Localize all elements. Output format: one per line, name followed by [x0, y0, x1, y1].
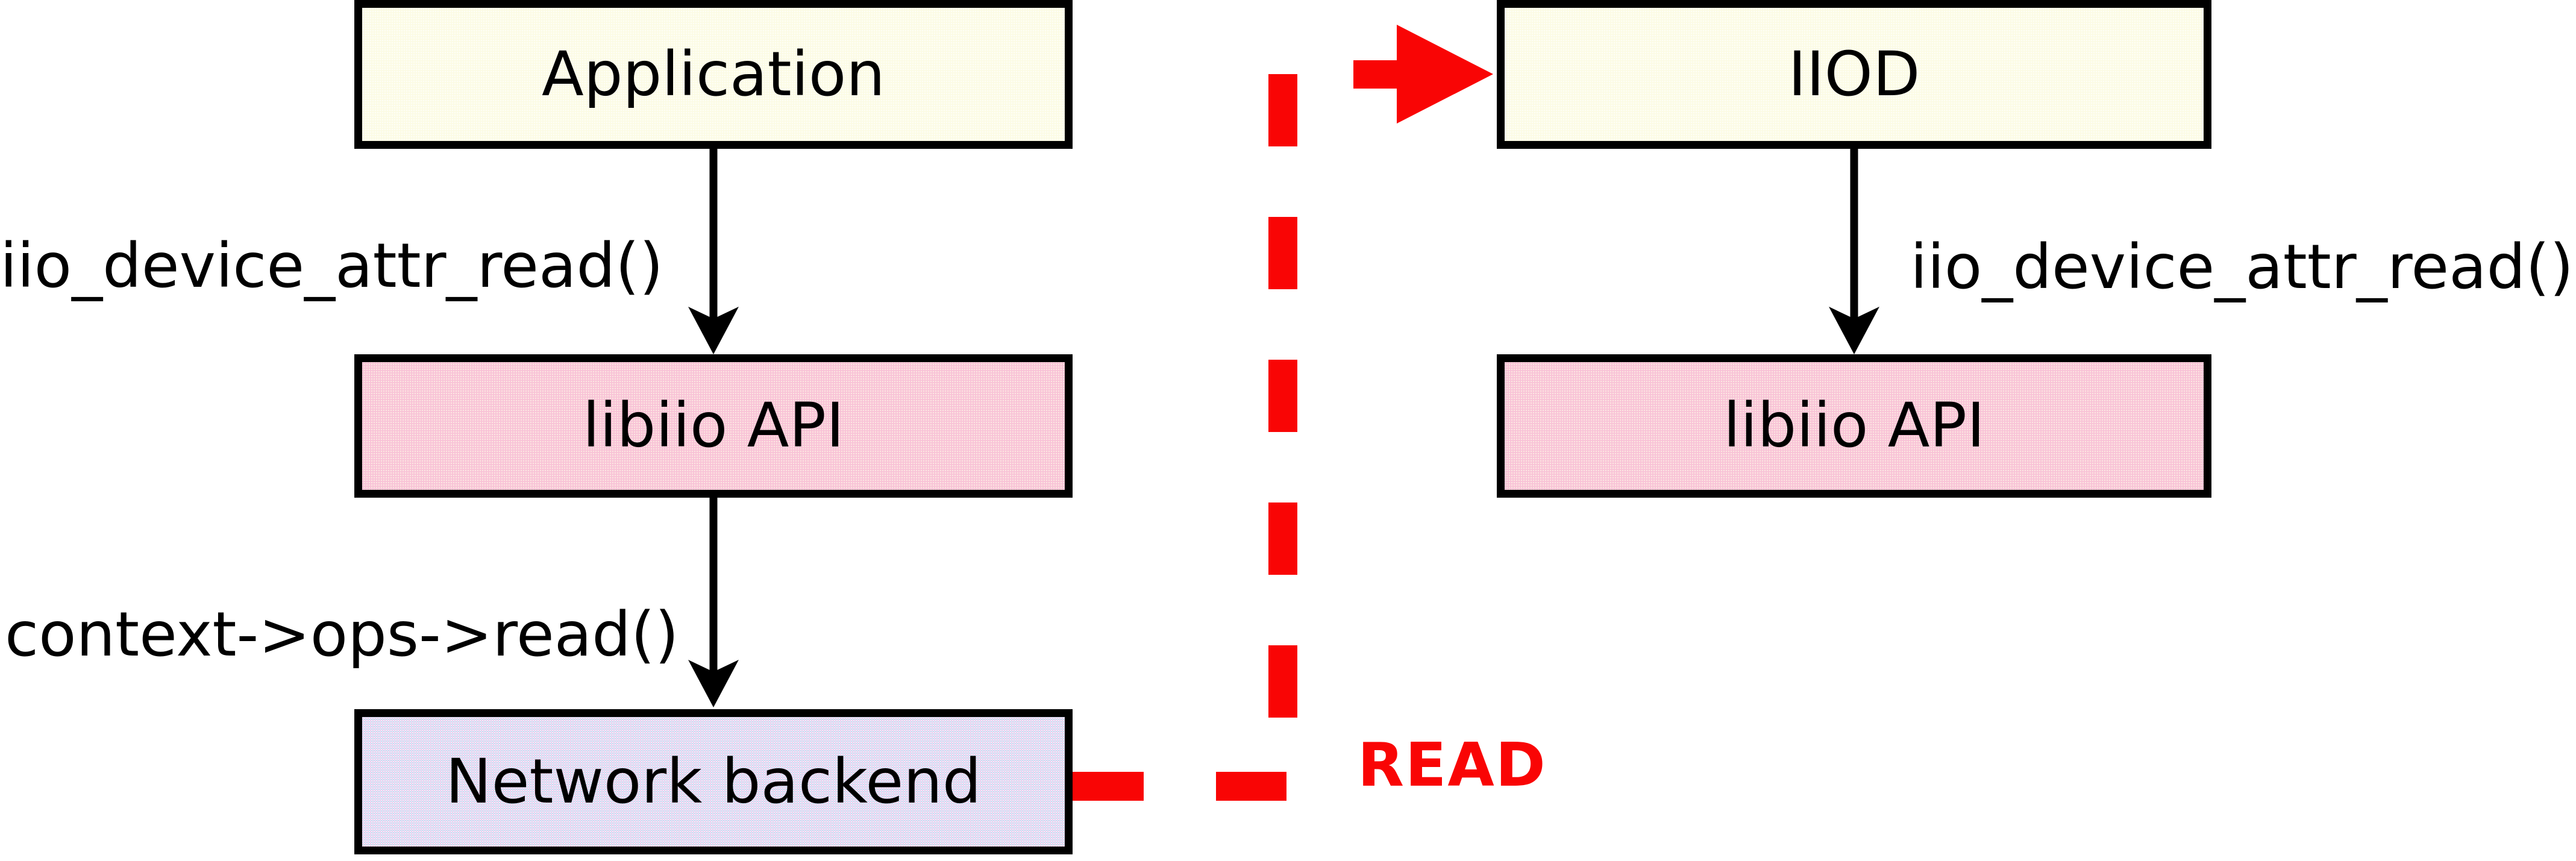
libiio-api-box-right-label: libiio API	[1723, 390, 1985, 462]
call-label-libiio-to-backend: context->ops->read()	[5, 599, 679, 671]
iiod-box: IIOD	[1497, 0, 2211, 149]
libiio-api-box-left: libiio API	[354, 354, 1073, 498]
application-box-label: Application	[542, 38, 885, 110]
call-label-iiod-to-libiio: iio_device_attr_read()	[1910, 231, 2574, 303]
network-backend-box: Network backend	[354, 709, 1073, 854]
iiod-box-label: IIOD	[1788, 38, 1920, 110]
arrow-iiod-to-libiio-head-icon	[1829, 307, 1879, 354]
network-backend-box-label: Network backend	[445, 745, 982, 818]
libiio-api-box-left-label: libiio API	[582, 390, 845, 462]
arrow-libiio-to-backend-head-icon	[688, 660, 739, 707]
network-link-arrow-icon	[1353, 25, 1493, 124]
network-link-read-label: READ	[1358, 730, 1547, 800]
libiio-api-box-right: libiio API	[1497, 354, 2211, 498]
call-label-app-to-libiio: iio_device_attr_read()	[0, 230, 663, 302]
application-box: Application	[354, 0, 1073, 149]
arrow-app-to-libiio-head-icon	[688, 307, 739, 354]
